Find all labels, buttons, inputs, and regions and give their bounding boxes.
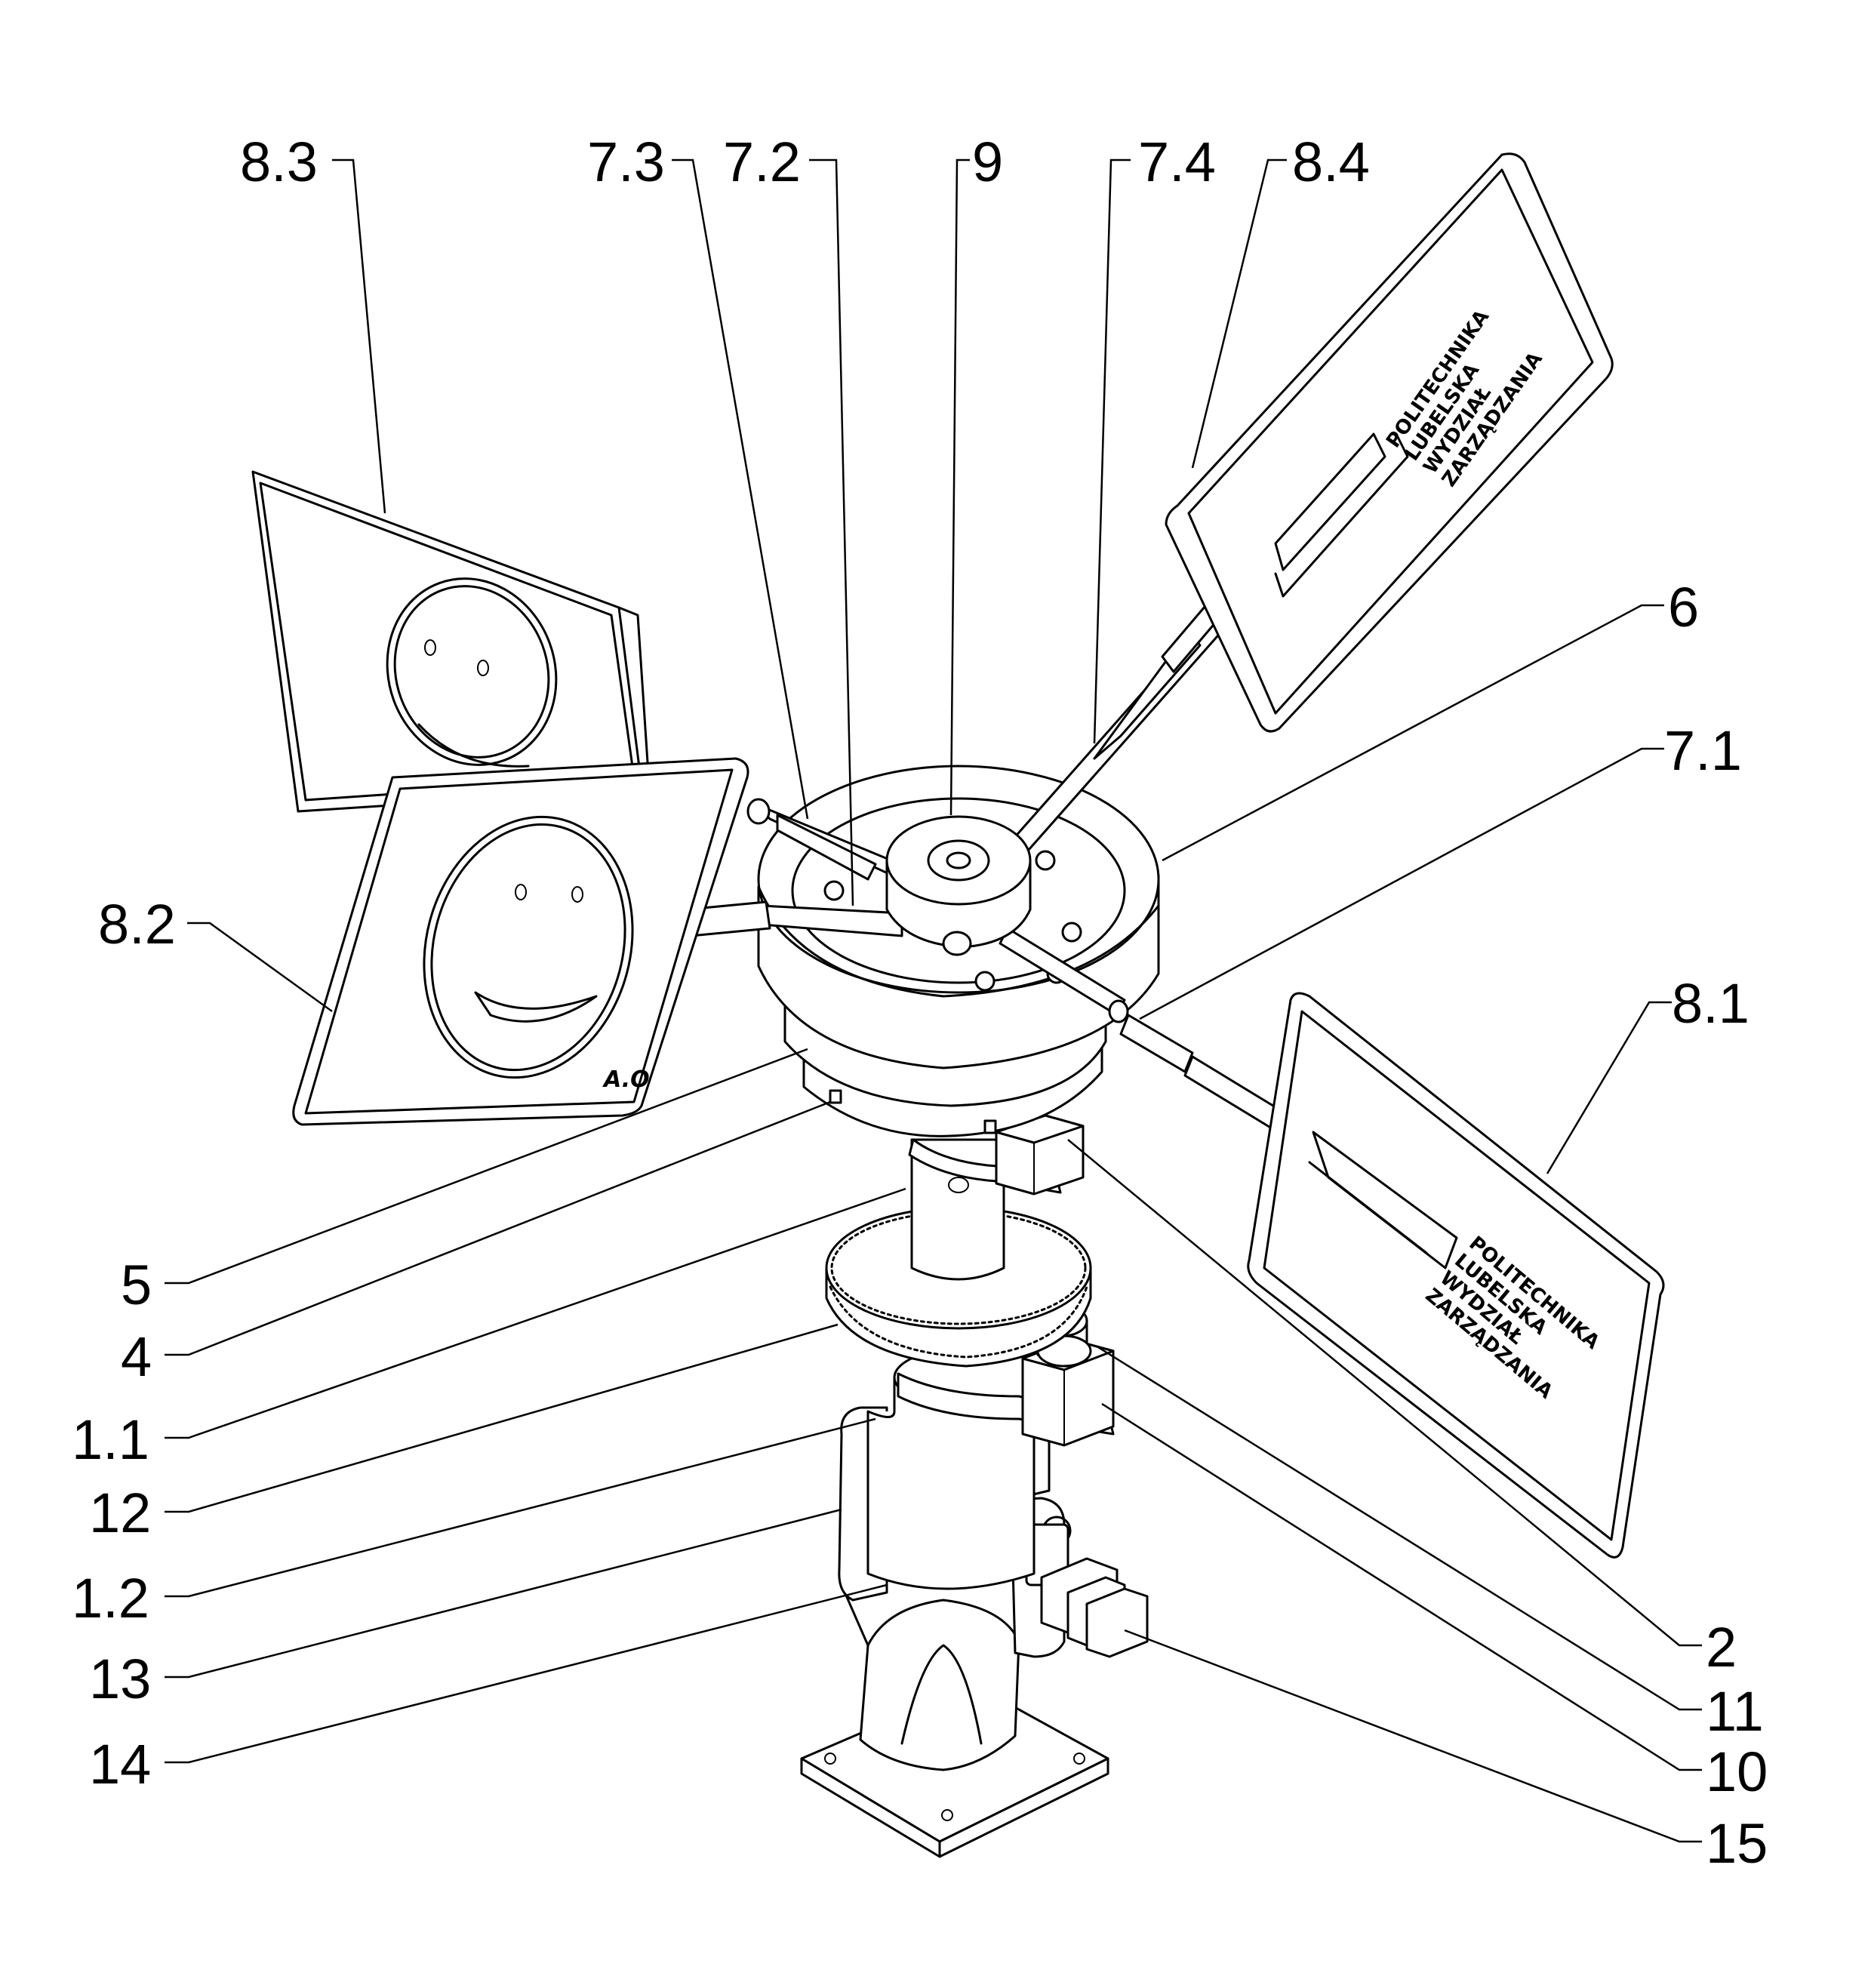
label-8-4: 8.4 <box>1292 131 1370 193</box>
logo-lower <box>1308 1131 1458 1269</box>
stand-column <box>840 1583 1036 1771</box>
label-5: 5 <box>121 1254 152 1316</box>
label-6: 6 <box>1668 576 1699 639</box>
label-11: 11 <box>1706 1680 1764 1743</box>
label-1-1: 1.1 <box>72 1408 149 1471</box>
label-13: 13 <box>89 1648 151 1710</box>
label-9: 9 <box>972 131 1003 193</box>
logo-upper <box>1274 432 1409 598</box>
label-14: 14 <box>89 1733 151 1796</box>
callout-labels: 8.3 7.3 7.2 9 7.4 8.4 6 7.1 8.2 8.1 5 4 … <box>72 131 1768 1875</box>
panel-8-1: POLITECHNIKA LUBELSKA WYDZIAŁ ZARZĄDZANI… <box>1247 992 1665 1559</box>
leader-lines <box>165 158 1702 1843</box>
motor-15 <box>1040 1557 1149 1658</box>
panel-8-2: A.O <box>292 757 749 1126</box>
panel-8-4: POLITECHNIKA LUBELSKA WYDZIAŁ ZARZĄDZANI… <box>1165 152 1614 733</box>
arm-7-2 <box>685 900 903 937</box>
label-7-4: 7.4 <box>1138 131 1216 193</box>
label-12: 12 <box>89 1482 151 1544</box>
label-10: 10 <box>1706 1740 1768 1803</box>
arm-7-1 <box>999 927 1281 1130</box>
label-8-2: 8.2 <box>98 893 176 956</box>
label-2: 2 <box>1706 1616 1737 1679</box>
label-8-3: 8.3 <box>240 131 318 193</box>
label-7-1: 7.1 <box>1664 719 1742 782</box>
label-15: 15 <box>1706 1812 1768 1875</box>
label-7-2: 7.2 <box>723 131 801 193</box>
panel-initials: A.O <box>602 1066 650 1093</box>
label-1-2: 1.2 <box>72 1567 149 1629</box>
hub-9 <box>885 815 1032 956</box>
panel-8-3 <box>251 470 651 813</box>
label-8-1: 8.1 <box>1672 972 1749 1035</box>
label-7-3: 7.3 <box>587 131 665 193</box>
label-4: 4 <box>121 1325 152 1388</box>
